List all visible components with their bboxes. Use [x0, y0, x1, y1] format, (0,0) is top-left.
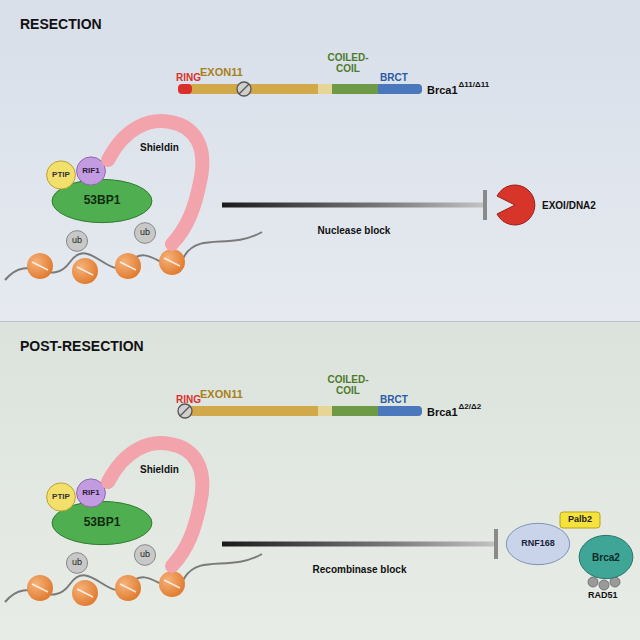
ubiquitin: ub: [66, 552, 88, 574]
ellipse-outline: [506, 523, 569, 564]
node-label: ub: [140, 228, 150, 238]
ptip-protein: PTIP: [46, 482, 76, 512]
ellipse-outline: [66, 553, 87, 574]
node-label: Shieldin: [140, 142, 179, 153]
node-label: RIF1: [82, 167, 99, 176]
ptip-protein: PTIP: [46, 160, 76, 190]
node-label: ub: [140, 550, 150, 560]
node-label: 53BP1: [84, 516, 121, 529]
ellipse-outline: [47, 161, 76, 189]
ellipse-outline: [134, 223, 155, 244]
node-label: RIF1: [82, 489, 99, 498]
node-label: PTIP: [52, 493, 70, 502]
node-label: Shieldin: [140, 464, 179, 475]
ellipse-outline: [77, 479, 106, 507]
shieldin-arc: [108, 443, 202, 566]
ubiquitin: ub: [134, 544, 156, 566]
node-shape: [100, 434, 218, 579]
rect-outline: [560, 512, 600, 528]
ellipse-outline: [134, 545, 155, 566]
node-label: PTIP: [52, 171, 70, 180]
domain-label: Brca1: [427, 84, 458, 96]
domain-label: RING: [176, 72, 201, 83]
domain-label: COILED-COIL: [318, 52, 378, 74]
domain-label: EXON11: [200, 388, 243, 400]
domain-label: Brca1: [427, 406, 458, 418]
panel-title: POST-RESECTION: [20, 338, 144, 354]
ubiquitin: ub: [66, 230, 88, 252]
node-label: 53BP1: [84, 194, 121, 207]
edge-label: Nuclease block: [318, 225, 391, 236]
inhibition-bar: [222, 190, 487, 220]
ellipse-outline: [77, 157, 106, 185]
domain-label: RING: [176, 394, 201, 405]
pacman-shape: [497, 185, 535, 225]
post-resection-panel: POST-RESECTION53BP1PTIPRIF1ShieldinububR…: [0, 322, 640, 640]
shieldin-complex: Shieldin: [100, 434, 218, 579]
resection-panel: RESECTION 53BP1 PTIP RIF1 Shieldin ub ub EXOI/D…: [0, 0, 640, 321]
node-label: Brca2: [592, 552, 620, 563]
exonuclease-enzyme: EXOI/DNA2: [494, 184, 604, 226]
node-label: RNF168: [521, 539, 555, 549]
ubiquitin: ub: [134, 222, 156, 244]
ellipse-outline: [579, 535, 633, 578]
domain-label: Δ2/Δ2: [459, 403, 482, 412]
brca2-protein: Brca2: [578, 534, 634, 580]
ellipse-outline: [66, 231, 87, 252]
edge-label: Recombinase block: [313, 564, 407, 575]
inhibition-bar: [222, 529, 498, 559]
node-label: ub: [72, 558, 82, 568]
domain-label: BRCT: [380, 394, 408, 405]
domain-label: EXON11: [200, 66, 243, 78]
domain-label: BRCT: [380, 72, 408, 83]
ellipse-outline: [47, 483, 76, 511]
domain-label: Δ11/Δ11: [459, 81, 490, 90]
rnf168-protein: RNF168: [505, 522, 571, 566]
panel-title: RESECTION: [20, 16, 102, 32]
node-label: EXOI/DNA2: [542, 200, 596, 211]
node-label: ub: [72, 236, 82, 246]
node-shape: [100, 112, 218, 257]
domain-label: RAD51: [588, 591, 618, 601]
palb2-protein: Palb2: [560, 512, 600, 528]
node-label: Palb2: [568, 515, 592, 525]
domain-label: COILED-COIL: [318, 374, 378, 396]
shieldin-complex: Shieldin: [100, 112, 218, 257]
shieldin-arc: [108, 121, 202, 244]
